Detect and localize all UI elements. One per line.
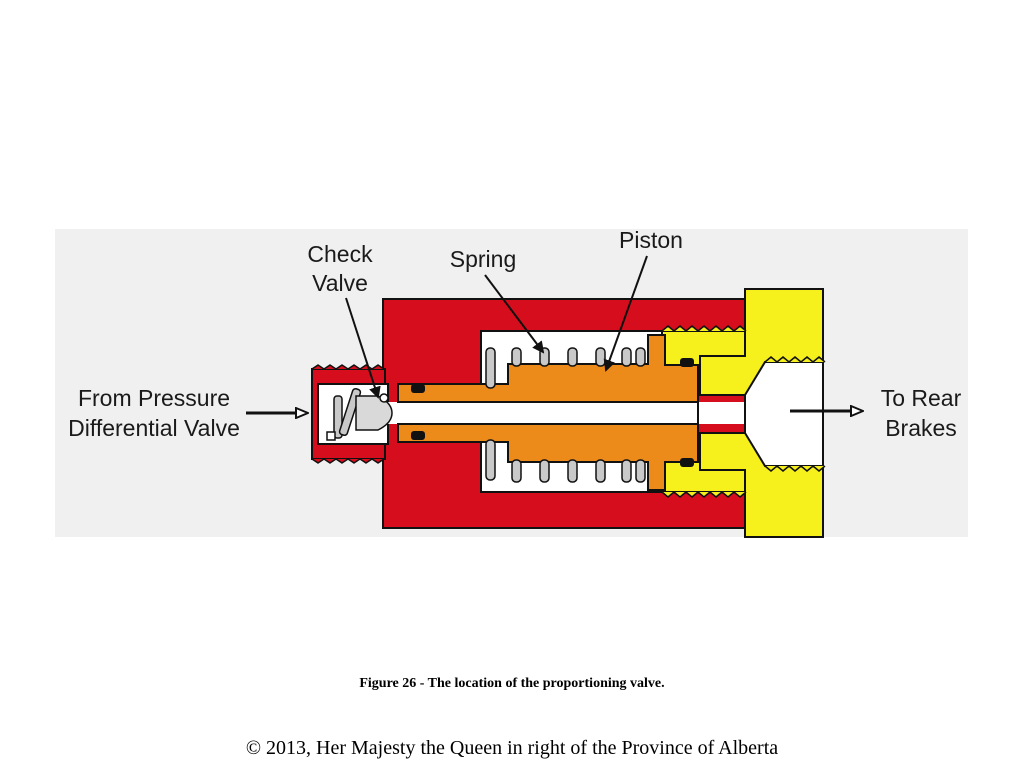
inlet-label-line2: Differential Valve [68,415,240,441]
fluid-passage [385,402,765,424]
outlet-label-line1: To Rear [881,385,962,411]
check-valve [326,387,393,441]
piston-leader [603,255,648,372]
spring [485,347,646,483]
check-valve-label-line1: Check [307,241,373,267]
spring-leader [484,274,545,354]
outlet-fitting [661,288,826,538]
copyright-notice: © 2013, Her Majesty the Queen in right o… [245,737,779,759]
figure-caption: Figure 26 - The location of the proporti… [359,676,665,691]
inlet-label-line1: From Pressure [78,385,230,411]
piston-label: Piston [619,227,683,253]
check-valve-label-line2: Valve [312,270,368,296]
piston [397,334,699,491]
outlet-label-line2: Brakes [885,415,957,441]
spring-label: Spring [450,246,516,272]
check-valve-leader [345,297,381,399]
o-ring-seals [411,358,694,467]
